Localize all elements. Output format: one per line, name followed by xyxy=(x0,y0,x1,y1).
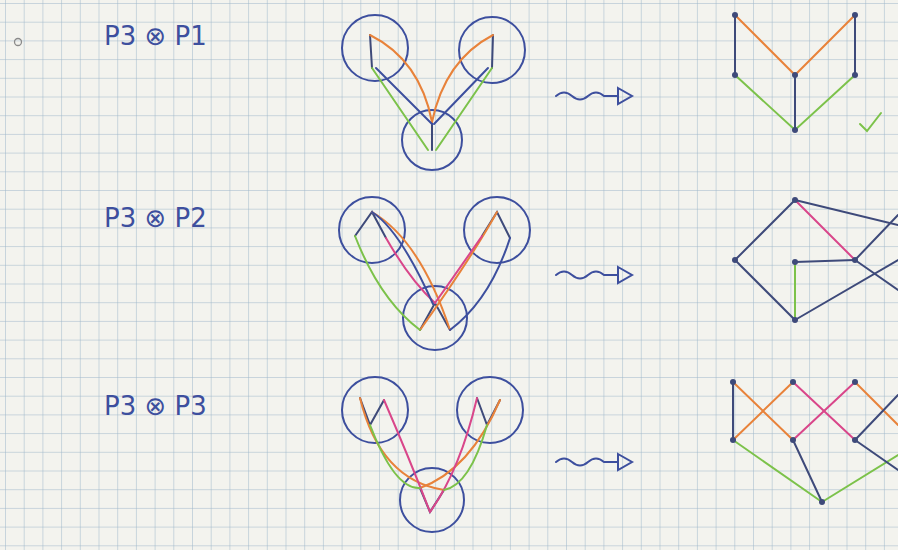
row-three-result-part xyxy=(732,382,734,440)
row-two-sketch-part xyxy=(372,212,433,304)
row-one-result-part-part xyxy=(732,12,738,18)
row-label: P3 ⊗ P1 xyxy=(104,22,207,51)
row-three-sketch-part xyxy=(430,398,477,512)
row-one-result-part xyxy=(732,12,858,133)
row-three-result-part-part xyxy=(852,379,858,385)
row-two-sketch-part xyxy=(482,212,510,238)
row-three-result-part-part xyxy=(852,437,858,443)
row-three-result-part-part xyxy=(730,437,736,443)
row-three-result-part-part xyxy=(819,499,825,505)
row-two-result-part-part xyxy=(792,317,798,323)
row-three-result-part xyxy=(793,440,822,502)
row-three-result-part xyxy=(855,395,898,440)
row-two-result-part xyxy=(795,200,855,260)
row-one-sketch-part xyxy=(459,17,525,83)
row-three-result-part-part xyxy=(730,379,736,385)
row-one-result-part xyxy=(860,113,881,131)
squiggle-arrow-part xyxy=(556,93,618,100)
row-two-result-part xyxy=(795,260,898,320)
row-two-result-part xyxy=(735,200,795,260)
row-three-result-part xyxy=(793,382,855,440)
row-two-sketch-part xyxy=(435,236,482,303)
row-one-sketch-part xyxy=(436,68,492,150)
row-three-result-part-part xyxy=(790,379,796,385)
row-label: P3 ⊗ P2 xyxy=(104,204,207,233)
row-two-result-part xyxy=(855,215,898,260)
squiggle-arrow-part xyxy=(618,454,632,470)
row-one-result-part-part xyxy=(792,127,798,133)
row-one-sketch-part xyxy=(370,35,372,68)
row-one-result-part-part xyxy=(852,72,858,78)
row-two-sketch-part xyxy=(420,212,497,330)
row-two-result-part xyxy=(735,260,795,320)
row-one-result xyxy=(732,12,881,133)
row-three-result-part xyxy=(855,440,898,470)
row-two-sketch-part xyxy=(355,236,420,330)
row-two-result-part xyxy=(795,260,855,262)
row-two-sketch-part xyxy=(450,238,510,330)
squiggle-arrow-part xyxy=(556,272,618,279)
row-three-sketch xyxy=(342,377,523,532)
row-three-sketch-part xyxy=(420,400,500,488)
row-two-sketch-part xyxy=(355,212,386,238)
row-one-sketch-part xyxy=(434,68,488,124)
row-one-result-part xyxy=(854,15,856,75)
row-three-result-part xyxy=(793,382,855,440)
row-one-sketch-part xyxy=(431,122,433,150)
row-one-sketch-part xyxy=(372,68,428,150)
row-label: P3 ⊗ P3 xyxy=(104,392,207,421)
row-one-result-part-part xyxy=(792,72,798,78)
row-two-result xyxy=(732,197,898,323)
row-three-result-part-part xyxy=(790,437,796,443)
row-two-sketch-part xyxy=(372,212,450,330)
row-two-result-part-part xyxy=(792,197,798,203)
row-one-sketch-part xyxy=(376,68,432,124)
row-two-result-part-part xyxy=(792,259,798,265)
row-one-result-part-part xyxy=(732,72,738,78)
row-two-result-part-part xyxy=(852,257,858,263)
row-one-result-part-part xyxy=(852,12,858,18)
row-three-sketch-part xyxy=(370,425,420,488)
row-three-result-part xyxy=(733,382,793,440)
row-three-sketch-part xyxy=(477,398,500,425)
row-three-sketch-part xyxy=(384,400,430,512)
row-two-result-part-part xyxy=(732,257,738,263)
row-three-result-part xyxy=(733,382,793,440)
row-two-result-part xyxy=(794,262,796,320)
row-two-sketch-part xyxy=(464,197,530,263)
row-three-result xyxy=(730,379,898,505)
row-two-result-part xyxy=(732,197,858,323)
row-three-result-part xyxy=(730,379,858,505)
row-three-sketch-part xyxy=(444,425,487,490)
row-one-result-part xyxy=(734,15,736,75)
row-three-result-part xyxy=(733,440,822,502)
squiggle-arrow-part xyxy=(618,267,632,283)
squiggle-arrow xyxy=(556,88,632,470)
row-two-sketch-part xyxy=(403,286,467,350)
row-one-result-part xyxy=(794,75,796,130)
row-one-result-part xyxy=(735,15,855,75)
row-one-sketch-part xyxy=(492,35,493,68)
squiggle-arrow-part xyxy=(556,459,618,466)
row-two-result-part xyxy=(795,200,898,225)
row-one-result-part xyxy=(735,75,855,130)
squiggle-arrow-part xyxy=(618,88,632,104)
row-one-sketch xyxy=(342,15,525,170)
row-two-sketch xyxy=(339,197,530,350)
bullet-mark xyxy=(15,39,22,46)
